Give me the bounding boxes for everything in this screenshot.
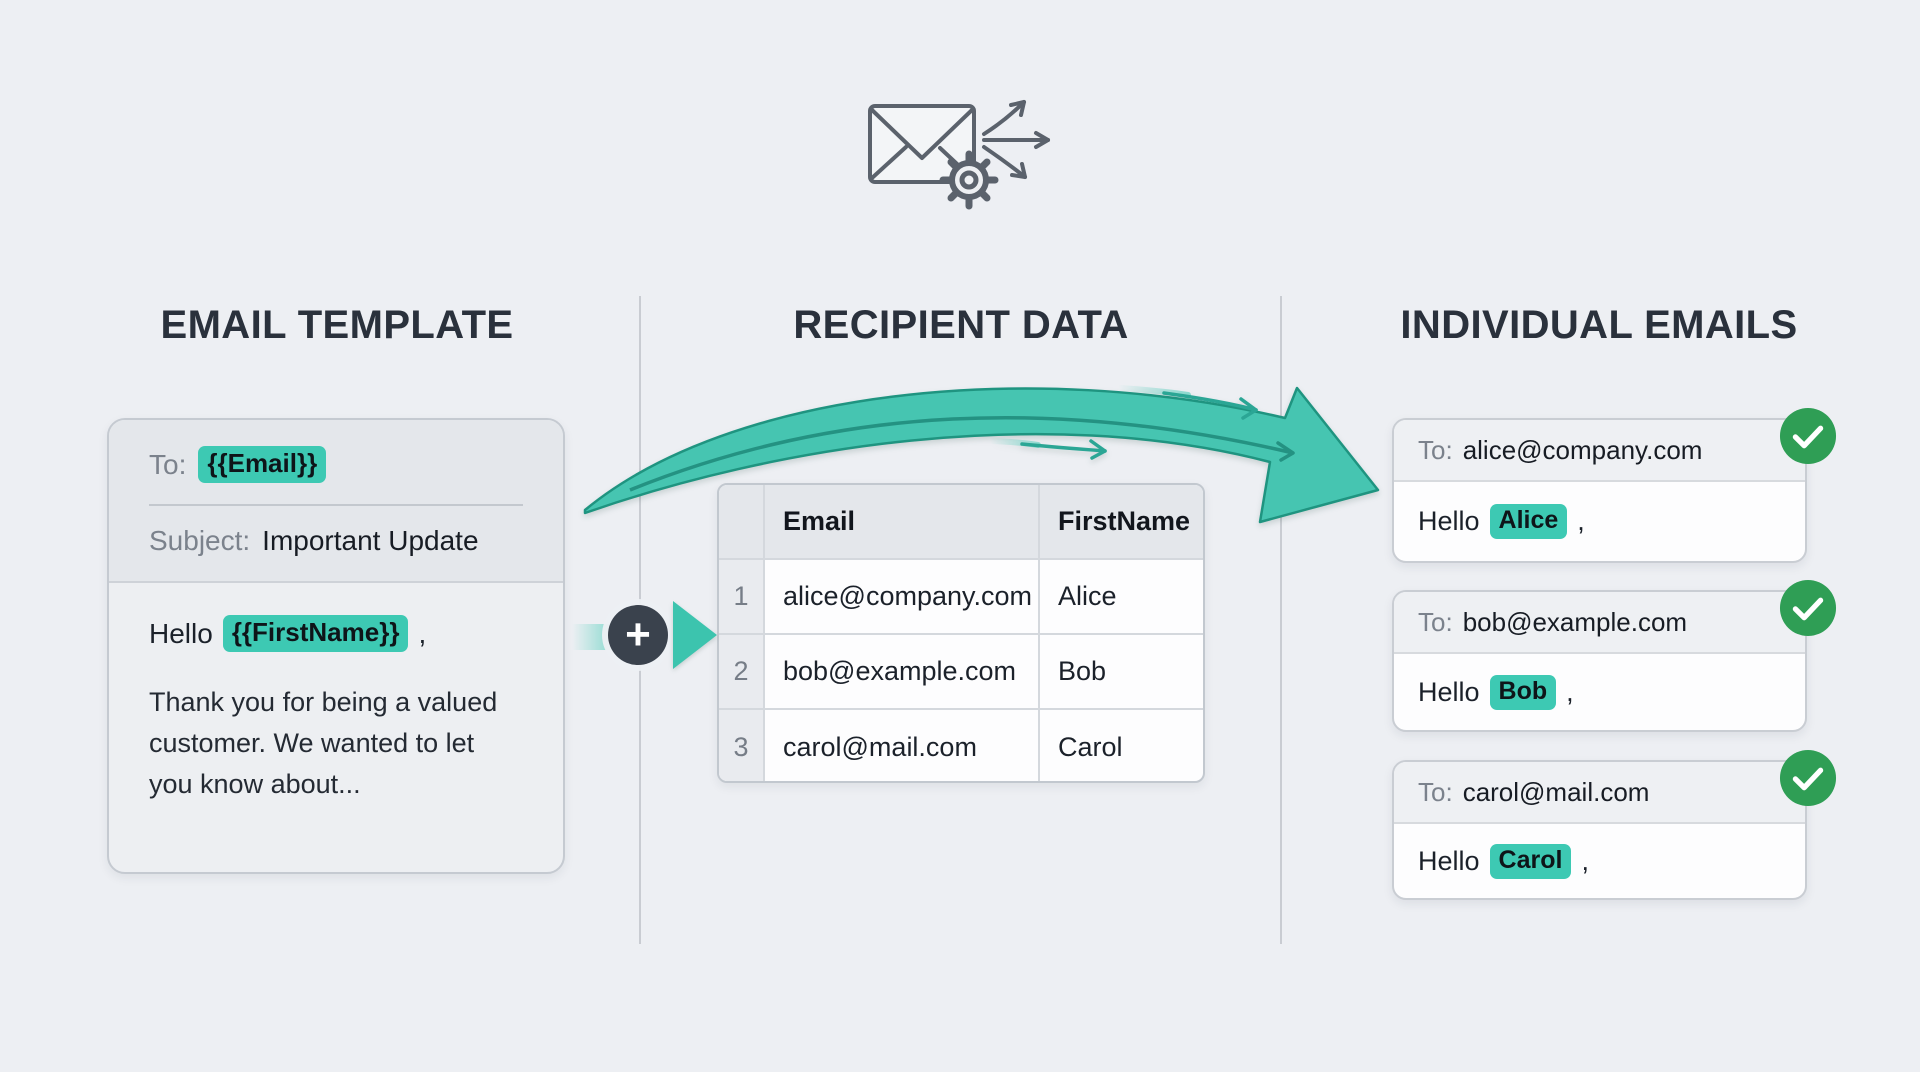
- section-title-recipient-data: RECIPIENT DATA: [793, 303, 1129, 347]
- greeting-prefix: Hello: [149, 617, 213, 649]
- template-body-text: Thank you for being a valued customer. W…: [149, 687, 498, 799]
- cell-email: bob@example.com: [765, 635, 1040, 710]
- merged-name-pill: Carol: [1489, 843, 1572, 879]
- to-label: To:: [1418, 606, 1453, 637]
- row-number: 2: [719, 635, 765, 710]
- greeting-prefix: Hello: [1418, 506, 1480, 536]
- success-check-icon: [1779, 407, 1837, 465]
- plus-icon: +: [608, 605, 668, 665]
- cell-firstname: Carol: [1058, 732, 1123, 762]
- section-title-individual-emails: INDIVIDUAL EMAILS: [1400, 303, 1798, 347]
- subject-label: Subject:: [149, 525, 251, 556]
- template-card-body: Hello {{FirstName}} , Thank you for bein…: [109, 583, 563, 837]
- template-card-header: To: {{Email}} Subject: Important Update: [109, 420, 563, 583]
- email-card-carol: To: carol@mail.com Hello Carol ,: [1392, 749, 1837, 900]
- success-check-icon: [1779, 749, 1837, 807]
- row-number: 1: [719, 560, 765, 635]
- merged-name-pill: Bob: [1489, 674, 1557, 710]
- greeting-prefix: Hello: [1418, 676, 1480, 707]
- email-template-card: To: {{Email}} Subject: Important Update …: [107, 418, 565, 874]
- row-number: 3: [719, 710, 765, 781]
- merge-connector: +: [572, 598, 722, 678]
- column-header-email: Email: [765, 485, 1040, 560]
- to-address: bob@example.com: [1462, 606, 1688, 637]
- to-label: To:: [149, 448, 187, 480]
- to-address: alice@company.com: [1462, 434, 1703, 465]
- email-variable-pill: {{Email}}: [198, 446, 327, 483]
- email-card-bob: To: bob@example.com Hello Bob ,: [1392, 579, 1837, 732]
- to-label: To:: [1418, 776, 1453, 807]
- greeting-prefix: Hello: [1418, 845, 1480, 876]
- greeting-suffix: ,: [1581, 845, 1589, 876]
- column-divider-right: [1280, 296, 1282, 944]
- template-header-divider: [149, 504, 523, 506]
- to-address: carol@mail.com: [1462, 776, 1650, 807]
- merged-name-pill: Alice: [1489, 504, 1568, 539]
- recipient-data-table: Email FirstName 1 alice@company.com Alic…: [717, 483, 1205, 783]
- greeting-suffix: ,: [1577, 506, 1585, 536]
- right-arrow-icon: [673, 601, 717, 669]
- column-header-firstname: FirstName: [1040, 485, 1203, 560]
- firstname-variable-pill: {{FirstName}}: [222, 615, 409, 652]
- subject-value: Important Update: [262, 525, 479, 556]
- success-check-icon: [1779, 579, 1837, 637]
- cell-email: alice@company.com: [765, 560, 1040, 635]
- cell-firstname: Bob: [1040, 635, 1203, 710]
- cell-firstname: Alice: [1040, 560, 1203, 635]
- email-card-alice: To: alice@company.com Hello Alice ,: [1392, 407, 1837, 563]
- to-label: To:: [1418, 434, 1453, 465]
- greeting-suffix: ,: [1566, 676, 1574, 707]
- greeting-suffix: ,: [418, 617, 427, 649]
- section-title-email-template: EMAIL TEMPLATE: [160, 303, 514, 347]
- cell-email: carol@mail.com: [765, 710, 1040, 781]
- table-corner-cell: [719, 485, 765, 560]
- envelope-gear-fanout-icon: [868, 100, 1050, 210]
